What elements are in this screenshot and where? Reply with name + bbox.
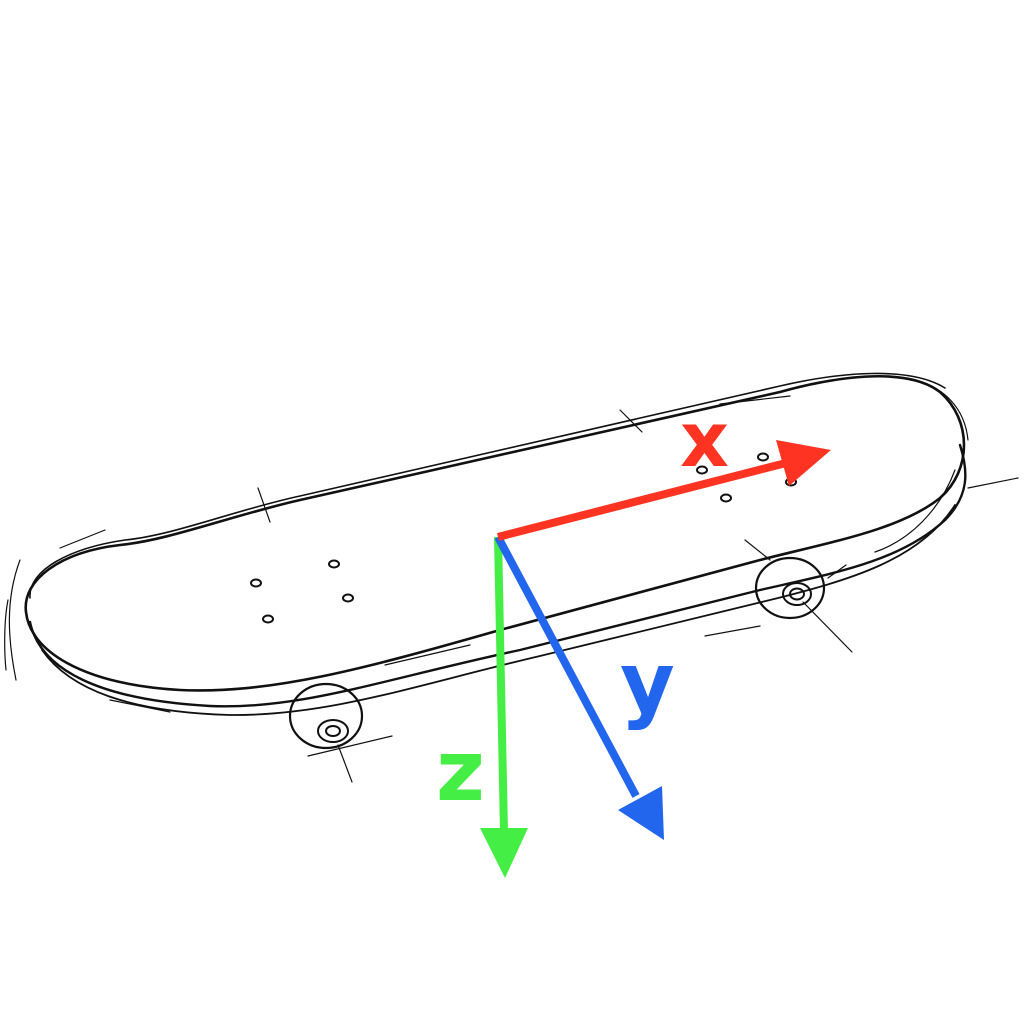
y-axis-arrow: [494, 535, 664, 840]
x-axis-label: x: [680, 395, 729, 484]
rear-truck-bolts: [696, 452, 797, 503]
y-axis-shaft: [494, 535, 640, 798]
x-axis-arrow: [497, 440, 831, 541]
deck-top-outline: [24, 374, 966, 692]
x-axis-arrowhead: [776, 440, 831, 486]
z-axis-arrowhead: [480, 828, 528, 878]
coordinate-axes: x y z: [436, 395, 831, 878]
front-left-wheel: [288, 682, 393, 783]
z-axis-label: z: [436, 722, 485, 820]
skateboard-drawing: [4, 372, 1019, 783]
z-axis-shaft: [494, 536, 508, 833]
z-axis-arrow: [480, 536, 528, 878]
sketch-strokes: [4, 379, 1019, 713]
x-axis-shaft: [497, 459, 787, 541]
y-axis-label: y: [620, 634, 675, 732]
deck-bottom-edge: [41, 504, 956, 716]
deck-top-inner-line: [29, 372, 946, 599]
y-axis-arrowhead: [618, 786, 664, 840]
front-truck-bolts: [250, 559, 354, 624]
